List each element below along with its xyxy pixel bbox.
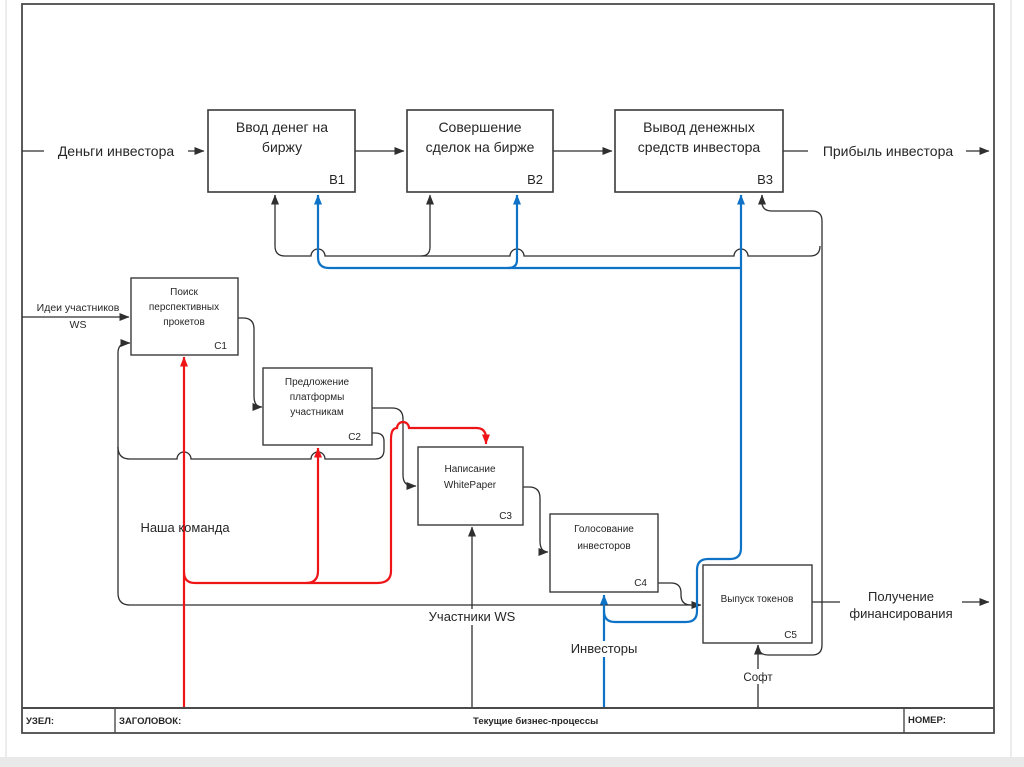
soft-label-bg	[738, 669, 779, 684]
box-b2-rect	[406, 109, 554, 193]
box-c5-code: С5	[784, 630, 797, 641]
diagram-frame	[21, 3, 995, 734]
box-c5: Выпуск токенов С5	[702, 564, 813, 644]
box-c2-line3: участникам	[290, 407, 344, 418]
box-c2-rect	[262, 367, 373, 446]
title-bar-title-value: Текущие бизнес-процессы	[473, 716, 598, 727]
label-ideas-line2: WS	[70, 319, 87, 331]
box-b1-code: В1	[329, 172, 345, 187]
box-b1: Ввод денег на биржу В1	[207, 109, 356, 193]
funding-label-bg	[840, 588, 962, 621]
blue-main-into-b3	[602, 194, 745, 624]
blue-branch-into-b1	[314, 194, 741, 270]
box-b1-rect	[207, 109, 356, 193]
box-c3-line1: Написание	[444, 464, 495, 475]
arrow-c1-to-c2	[238, 317, 263, 411]
label-investors: Инвесторы	[571, 641, 638, 656]
label-funding-line2: финансирования	[849, 606, 952, 621]
investors-label-bg	[561, 641, 647, 657]
box-c4-line2: инвесторов	[577, 541, 630, 552]
ws-members-label-bg	[421, 609, 523, 625]
box-b1-line2: биржу	[262, 139, 302, 155]
box-b2-line1: Совершение	[438, 119, 521, 135]
box-c1-code: С1	[214, 341, 227, 352]
arrow-c3-to-c4	[523, 486, 549, 556]
feedback-line-right	[757, 195, 823, 656]
box-b3-line2: средств инвестора	[638, 139, 761, 155]
arrow-into-b2-bottom	[420, 194, 434, 257]
red-branch-into-c3-top	[182, 420, 490, 585]
box-b3: Вывод денежных средств инвестора В3	[614, 109, 784, 193]
edge-labels: Деньги инвестора Прибыль инвестора Идеи …	[37, 143, 954, 684]
title-bar-title-label: ЗАГОЛОВОК:	[119, 716, 181, 727]
blue-branch-into-b2	[507, 194, 521, 270]
box-c1-rect	[130, 277, 239, 356]
box-b3-code: В3	[757, 172, 773, 187]
box-c3-code: С3	[499, 511, 512, 522]
box-c1-line1: Поиск	[170, 287, 198, 298]
label-money-investor: Деньги инвестора	[58, 143, 175, 159]
profit-label-bg	[808, 142, 966, 160]
label-our-team: Наша команда	[140, 520, 230, 535]
label-profit-investor: Прибыль инвестора	[823, 143, 954, 159]
label-soft: Софт	[743, 672, 773, 684]
box-b2: Совершение сделок на бирже В2	[406, 109, 554, 193]
title-bar: УЗЕЛ: ЗАГОЛОВОК: Текущие бизнес-процессы…	[22, 707, 994, 733]
red-arrow-network	[180, 356, 490, 707]
title-bar-node-label: УЗЕЛ:	[26, 716, 54, 727]
box-c2-line2: платформы	[290, 391, 345, 403]
slide-bottom-edge	[0, 757, 1024, 767]
box-c1: Поиск перспективных прокетов С1	[130, 277, 239, 356]
box-c5-line1: Выпуск токенов	[721, 594, 794, 605]
box-c4: Голосование инвесторов С4	[549, 513, 659, 593]
box-c4-rect	[549, 513, 659, 593]
box-c1-line3: прокетов	[163, 317, 205, 328]
label-backgrounds	[44, 142, 966, 684]
box-b3-rect	[614, 109, 784, 193]
red-branch-into-c2-bottom	[305, 447, 322, 585]
box-c2: Предложение платформы участникам С2	[262, 367, 373, 446]
process-boxes: Ввод денег на биржу В1 Совершение сделок…	[130, 109, 813, 644]
box-c5-rect	[702, 564, 813, 644]
box-c2-code: С2	[348, 432, 361, 443]
label-funding-line1: Получение	[868, 589, 934, 604]
box-c1-line2: перспективных	[149, 302, 219, 313]
arrow-c2-to-c3	[372, 407, 417, 490]
box-b2-line2: сделок на бирже	[426, 139, 535, 155]
box-c4-line1: Голосование	[574, 524, 634, 535]
box-c3: Написание WhitePaper С3	[417, 446, 524, 526]
line-c4-to-c5	[658, 582, 692, 606]
box-b3-line1: Вывод денежных	[643, 119, 755, 135]
blue-arrow-network	[314, 194, 745, 707]
box-b2-code: В2	[527, 172, 543, 187]
label-ideas-line1: Идеи участников	[37, 302, 120, 314]
box-c2-line1: Предложение	[285, 377, 350, 388]
title-bar-number-label: НОМЕР:	[908, 715, 946, 726]
box-c4-code: С4	[634, 578, 647, 589]
box-c3-line2: WhitePaper	[444, 480, 497, 491]
money-label-bg	[44, 142, 188, 160]
box-c3-rect	[417, 446, 524, 526]
box-b1-line1: Ввод денег на	[236, 119, 328, 135]
label-ws-members: Участники WS	[429, 609, 516, 624]
